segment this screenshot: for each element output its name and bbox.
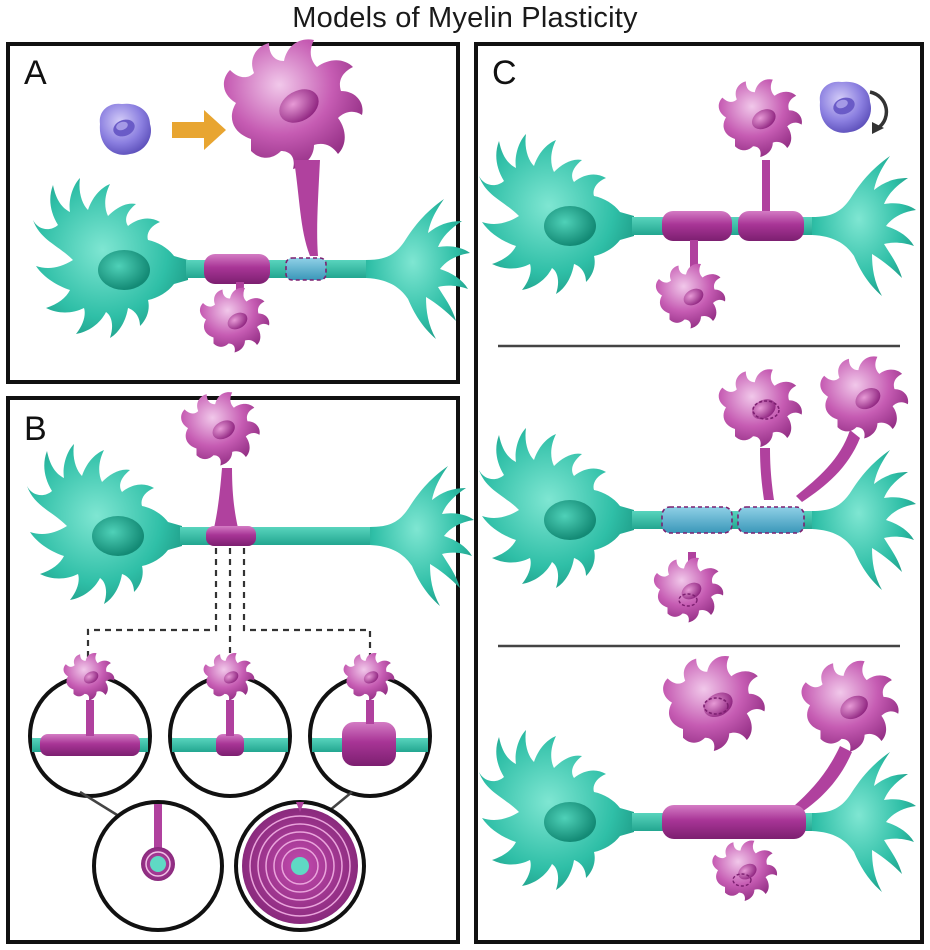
panel-a-label: A (24, 54, 47, 92)
precursor-cell-c (819, 81, 872, 133)
panel-c-drawing (479, 79, 916, 901)
cross-section-thin (92, 800, 224, 932)
panel-c-label: C (492, 54, 517, 92)
figure-title: Models of Myelin Plasticity (292, 2, 638, 34)
cross-section-thick (234, 800, 366, 932)
panel-b-label: B (24, 410, 47, 448)
precursor-cell (99, 103, 152, 155)
self-renewal-arrow-icon (872, 122, 884, 134)
zoom-circle-1 (28, 652, 152, 798)
panel-b-drawing (27, 392, 474, 932)
zoom-circle-3 (308, 652, 432, 798)
differentiation-arrow-icon (172, 110, 226, 150)
panel-a-drawing (33, 39, 470, 353)
zoom-circle-2 (168, 652, 292, 798)
